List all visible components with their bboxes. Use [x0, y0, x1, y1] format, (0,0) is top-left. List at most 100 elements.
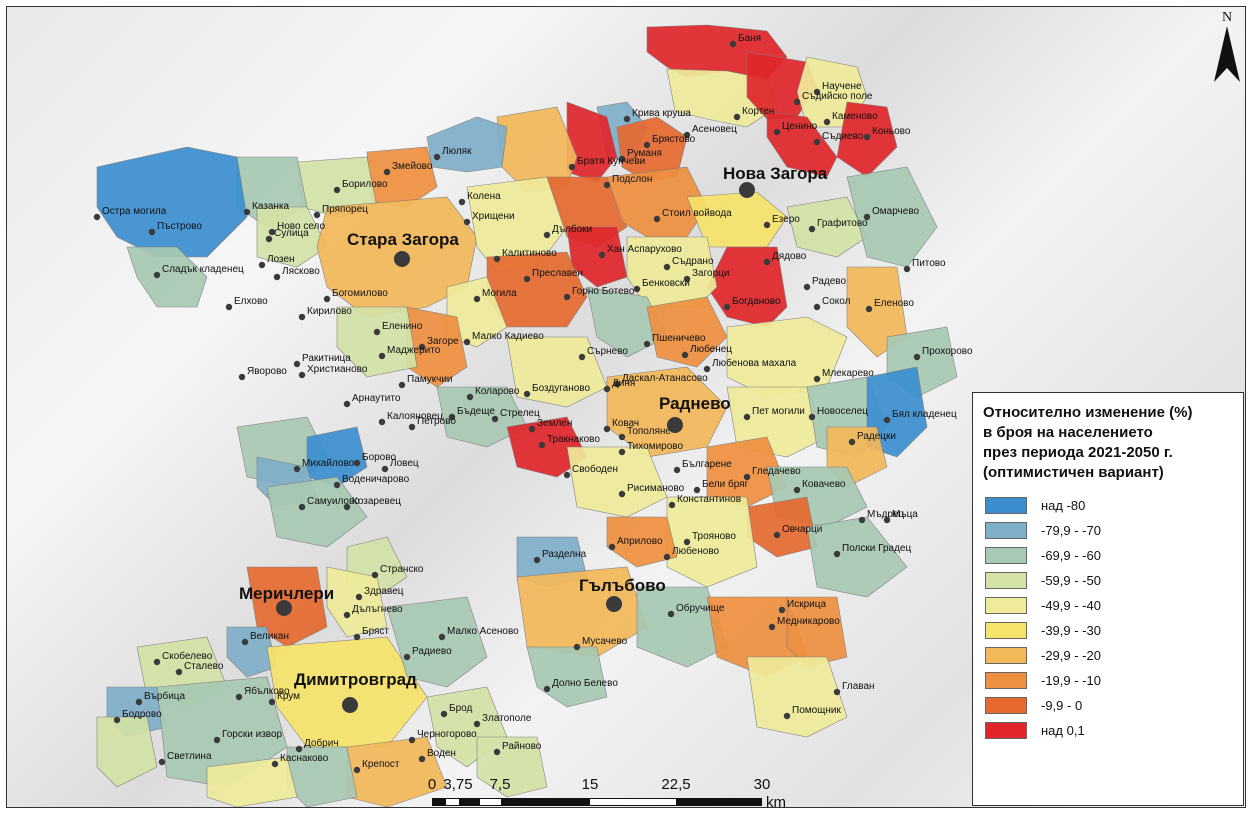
town-dot[interactable] [863, 213, 871, 221]
town-dot[interactable] [408, 423, 416, 431]
town-dot[interactable] [440, 710, 448, 718]
town-dot[interactable] [667, 610, 675, 618]
town-dot[interactable] [813, 375, 821, 383]
town-dot[interactable] [733, 113, 741, 121]
region-polygon[interactable] [646, 296, 728, 368]
town-dot[interactable] [618, 155, 626, 163]
town-dot[interactable] [773, 128, 781, 136]
town-dot[interactable] [563, 293, 571, 301]
town-dot[interactable] [378, 352, 386, 360]
town-dot[interactable] [398, 381, 406, 389]
town-dot[interactable] [353, 766, 361, 774]
region-polygon[interactable] [426, 116, 508, 173]
town-dot[interactable] [273, 273, 281, 281]
town-dot[interactable] [271, 760, 279, 768]
town-dot[interactable] [643, 340, 651, 348]
town-dot[interactable] [833, 688, 841, 696]
region-polygon[interactable] [436, 386, 528, 448]
town-dot[interactable] [353, 459, 361, 467]
town-dot[interactable] [538, 441, 546, 449]
region-polygon[interactable] [666, 496, 758, 588]
region-polygon[interactable] [126, 246, 208, 308]
town-dot[interactable] [808, 225, 816, 233]
town-dot[interactable] [813, 138, 821, 146]
town-dot[interactable] [381, 465, 389, 473]
town-dot[interactable] [153, 271, 161, 279]
region-polygon[interactable] [256, 206, 328, 268]
town-dot[interactable] [493, 748, 501, 756]
town-dot[interactable] [241, 638, 249, 646]
town-dot[interactable] [833, 550, 841, 558]
region-polygon[interactable] [516, 566, 648, 658]
town-dot[interactable] [603, 425, 611, 433]
region-polygon[interactable] [326, 566, 388, 638]
town-dot[interactable] [865, 305, 873, 313]
town-dot[interactable] [729, 40, 737, 48]
region-polygon[interactable] [366, 146, 438, 208]
town-dot[interactable] [463, 338, 471, 346]
town-dot[interactable] [778, 606, 786, 614]
town-dot[interactable] [603, 385, 611, 393]
town-dot[interactable] [258, 261, 266, 269]
town-dot[interactable] [543, 685, 551, 693]
town-dot[interactable] [491, 415, 499, 423]
town-dot[interactable] [448, 413, 456, 421]
town-dot[interactable] [238, 373, 246, 381]
town-dot[interactable] [608, 543, 616, 551]
town-dot[interactable] [643, 141, 651, 149]
town-dot[interactable] [265, 235, 273, 243]
region-polygon[interactable] [206, 756, 298, 807]
town-dot[interactable] [653, 215, 661, 223]
town-dot[interactable] [603, 181, 611, 189]
region-polygon[interactable] [526, 646, 608, 708]
town-dot[interactable] [403, 653, 411, 661]
city-dot[interactable] [394, 251, 410, 267]
town-dot[interactable] [225, 303, 233, 311]
town-dot[interactable] [295, 745, 303, 753]
town-dot[interactable] [135, 698, 143, 706]
town-dot[interactable] [313, 211, 321, 219]
town-dot[interactable] [808, 413, 816, 421]
town-dot[interactable] [668, 501, 676, 509]
town-dot[interactable] [793, 486, 801, 494]
town-dot[interactable] [763, 258, 771, 266]
region-polygon[interactable] [846, 166, 938, 268]
region-polygon[interactable] [806, 516, 908, 598]
region-polygon[interactable] [96, 716, 158, 788]
region-polygon[interactable] [786, 196, 868, 258]
town-dot[interactable] [533, 556, 541, 564]
town-dot[interactable] [523, 275, 531, 283]
town-dot[interactable] [343, 611, 351, 619]
town-dot[interactable] [903, 265, 911, 273]
region-polygon[interactable] [336, 306, 418, 378]
city-dot[interactable] [739, 182, 755, 198]
city-dot[interactable] [606, 596, 622, 612]
town-dot[interactable] [858, 516, 866, 524]
town-dot[interactable] [803, 283, 811, 291]
town-dot[interactable] [153, 658, 161, 666]
town-dot[interactable] [93, 213, 101, 221]
region-polygon[interactable] [226, 626, 278, 678]
town-dot[interactable] [175, 668, 183, 676]
town-dot[interactable] [683, 275, 691, 283]
town-dot[interactable] [433, 153, 441, 161]
town-dot[interactable] [473, 720, 481, 728]
town-dot[interactable] [613, 380, 621, 388]
town-dot[interactable] [298, 503, 306, 511]
town-dot[interactable] [528, 425, 536, 433]
town-dot[interactable] [473, 295, 481, 303]
region-polygon[interactable] [766, 111, 838, 178]
town-dot[interactable] [355, 593, 363, 601]
town-dot[interactable] [333, 481, 341, 489]
region-polygon[interactable] [606, 516, 678, 568]
town-dot[interactable] [913, 353, 921, 361]
town-dot[interactable] [158, 758, 166, 766]
town-dot[interactable] [235, 693, 243, 701]
town-dot[interactable] [543, 231, 551, 239]
town-dot[interactable] [573, 643, 581, 651]
town-dot[interactable] [383, 168, 391, 176]
town-dot[interactable] [663, 263, 671, 271]
town-dot[interactable] [408, 736, 416, 744]
town-dot[interactable] [568, 163, 576, 171]
